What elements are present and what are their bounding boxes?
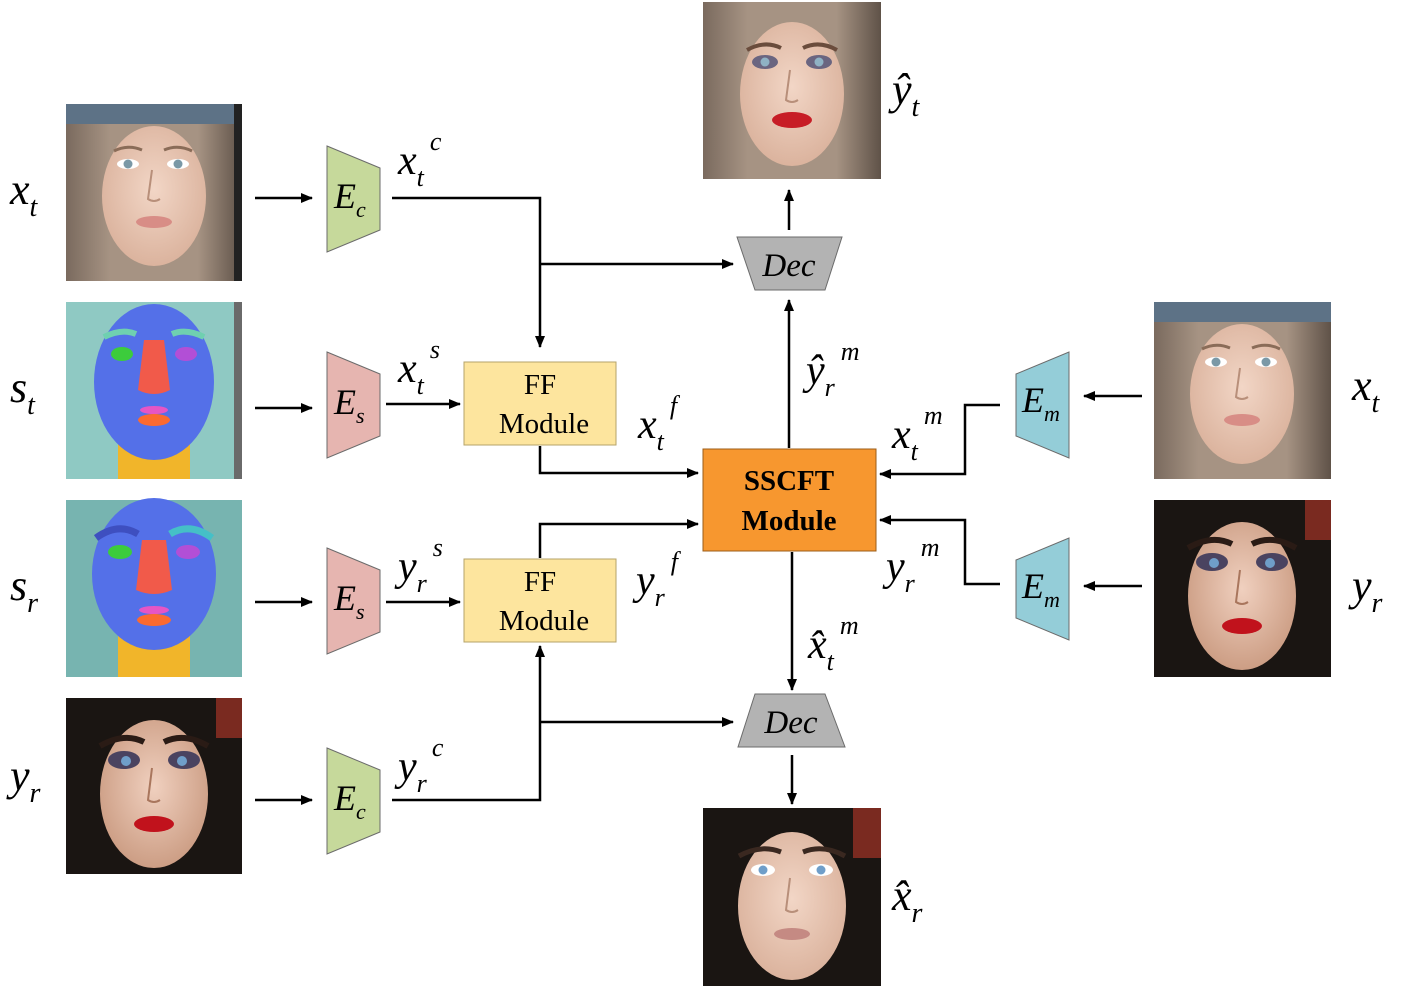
parsing-map-sr: [66, 498, 242, 677]
encoder-ec-top: Ec: [326, 145, 381, 253]
svg-text:Dec: Dec: [761, 248, 815, 284]
connectors: [255, 189, 1142, 805]
svg-text:SSCFT: SSCFT: [744, 465, 834, 497]
label-input-sr: sr: [10, 561, 38, 619]
encoder-ec-bottom: Ec: [326, 747, 381, 855]
encoder-es-top: Es: [326, 351, 381, 459]
ff-module-bottom: FF Module: [463, 558, 617, 643]
svg-text:Es: Es: [333, 578, 365, 624]
svg-text:Em: Em: [1021, 380, 1060, 426]
label-xhat-t-m: x̂tm: [807, 611, 859, 676]
label-input-xt-right: xt: [1351, 361, 1381, 419]
svg-text:FF: FF: [524, 369, 556, 401]
label-output-xhat-r: x̂r: [891, 871, 923, 929]
label-yr-f: yrf: [632, 547, 682, 612]
encoder-es-bottom: Es: [326, 547, 381, 655]
face-photo-xt-left: [66, 104, 242, 281]
svg-text:Module: Module: [499, 408, 589, 440]
face-photo-output-yhat-t: [703, 2, 881, 179]
face-photo-xt-right: [1154, 302, 1331, 479]
label-yr-s: yrs: [394, 533, 443, 598]
sscft-module: SSCFT Module: [702, 448, 877, 552]
label-output-yhat-t: ŷt: [888, 65, 921, 123]
label-yhat-r-m: ŷrm: [802, 337, 860, 402]
label-xt-s: xts: [397, 335, 440, 400]
svg-text:Em: Em: [1021, 566, 1060, 612]
face-photo-output-xhat-r: [703, 808, 881, 986]
label-input-yr-right: yr: [1348, 561, 1383, 619]
label-yr-c: yrc: [394, 733, 444, 798]
svg-text:Module: Module: [499, 605, 589, 637]
decoder-bottom: Dec: [737, 693, 846, 748]
svg-text:Dec: Dec: [763, 705, 817, 741]
label-xt-c: xtc: [397, 127, 442, 192]
label-xt-f: xtf: [637, 391, 681, 456]
svg-text:Module: Module: [741, 505, 836, 537]
label-xt-m: xtm: [891, 401, 943, 466]
parsing-map-st: [66, 302, 242, 479]
ff-module-top: FF Module: [463, 361, 617, 446]
label-yr-m: yrm: [882, 533, 940, 598]
svg-text:Ec: Ec: [333, 778, 366, 824]
label-input-yr-left: yr: [6, 751, 41, 809]
svg-text:Ec: Ec: [333, 176, 366, 222]
label-input-st: st: [10, 363, 36, 421]
encoder-em-bottom: Em: [1015, 537, 1070, 641]
face-photo-yr-right: [1154, 500, 1331, 677]
decoder-top: Dec: [736, 236, 843, 291]
encoder-em-top: Em: [1015, 351, 1070, 459]
label-input-xt-left: xt: [9, 165, 39, 223]
svg-text:Es: Es: [333, 382, 365, 428]
svg-text:FF: FF: [524, 566, 556, 598]
face-photo-yr-left: [66, 698, 242, 874]
